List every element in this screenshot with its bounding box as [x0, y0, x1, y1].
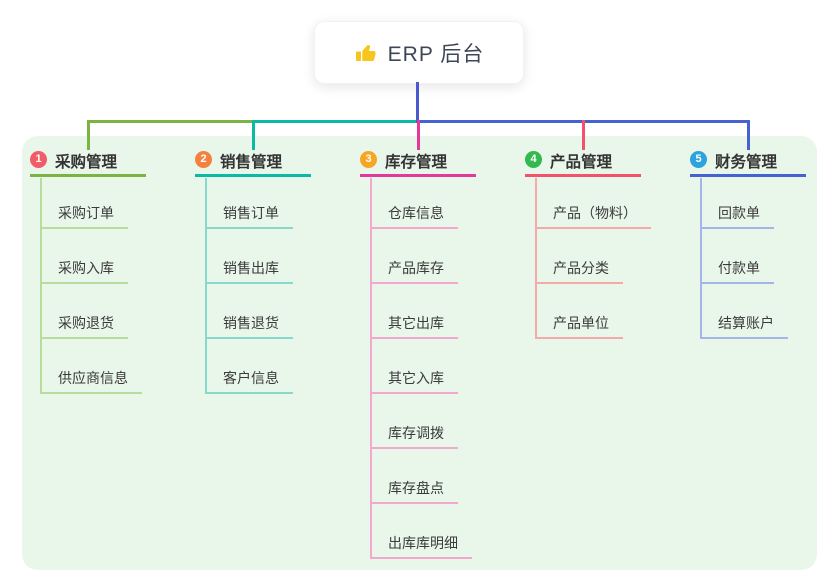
branch-badge: 5 — [690, 151, 707, 168]
branch-node-2[interactable]: 2 销售管理 — [195, 149, 311, 177]
child-node[interactable]: 供应商信息 — [40, 370, 142, 394]
bus-segment-mid — [253, 120, 418, 123]
branch-node-1[interactable]: 1 采购管理 — [30, 149, 146, 177]
child-node[interactable]: 采购订单 — [40, 205, 128, 229]
branch-node-3[interactable]: 3 库存管理 — [360, 149, 476, 177]
root-node[interactable]: ERP 后台 — [314, 21, 524, 84]
child-node[interactable]: 回款单 — [700, 205, 774, 229]
child-node[interactable]: 库存盘点 — [370, 480, 458, 504]
branch-drop-line — [582, 120, 585, 150]
child-node[interactable]: 库存调拨 — [370, 425, 458, 449]
branch-children-spine — [700, 178, 702, 339]
branch-drop-line — [87, 120, 90, 150]
branch-badge: 2 — [195, 151, 212, 168]
branch-children-spine — [370, 178, 372, 559]
root-connector-line — [416, 82, 419, 123]
branch-label: 产品管理 — [550, 154, 613, 171]
child-node[interactable]: 出库库明细 — [370, 535, 472, 559]
child-node[interactable]: 采购入库 — [40, 260, 128, 284]
branch-children-spine — [205, 178, 207, 394]
branches-panel — [22, 136, 817, 570]
child-node[interactable]: 销售出库 — [205, 260, 293, 284]
branch-drop-line — [747, 120, 750, 150]
root-title: ERP 后台 — [387, 42, 485, 66]
child-node[interactable]: 销售订单 — [205, 205, 293, 229]
branch-children-spine — [535, 178, 537, 339]
child-node[interactable]: 付款单 — [700, 260, 774, 284]
child-node[interactable]: 产品库存 — [370, 260, 458, 284]
child-node[interactable]: 产品单位 — [535, 315, 623, 339]
branch-label: 库存管理 — [385, 154, 448, 171]
branch-badge: 4 — [525, 151, 542, 168]
child-node[interactable]: 采购退货 — [40, 315, 128, 339]
thumbs-up-icon — [354, 41, 378, 65]
branch-badge: 3 — [360, 151, 377, 168]
branch-label: 采购管理 — [55, 154, 118, 171]
child-node[interactable]: 其它入库 — [370, 370, 458, 394]
branch-label: 财务管理 — [715, 154, 778, 171]
branch-drop-line — [417, 120, 420, 150]
child-node[interactable]: 客户信息 — [205, 370, 293, 394]
branch-node-4[interactable]: 4 产品管理 — [525, 149, 641, 177]
child-node[interactable]: 产品（物料） — [535, 205, 651, 229]
branch-node-5[interactable]: 5 财务管理 — [690, 149, 806, 177]
branch-children-spine — [40, 178, 42, 394]
child-node[interactable]: 仓库信息 — [370, 205, 458, 229]
child-node[interactable]: 其它出库 — [370, 315, 458, 339]
branch-label: 销售管理 — [220, 154, 283, 171]
child-node[interactable]: 产品分类 — [535, 260, 623, 284]
child-node[interactable]: 销售退货 — [205, 315, 293, 339]
branch-badge: 1 — [30, 151, 47, 168]
branch-drop-line — [252, 120, 255, 150]
child-node[interactable]: 结算账户 — [700, 315, 788, 339]
bus-segment-left — [87, 120, 253, 123]
